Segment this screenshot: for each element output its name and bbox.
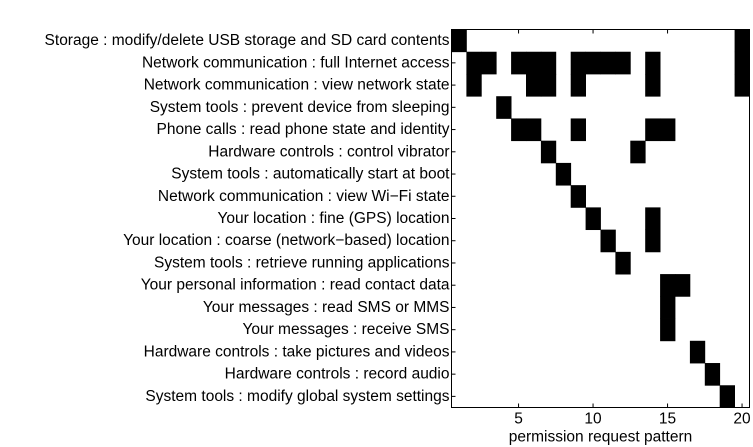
row-label: Hardware controls : take pictures and vi… — [144, 343, 450, 360]
x-tick-label: 15 — [659, 411, 676, 428]
heatmap-cell — [630, 140, 646, 164]
row-label: Hardware controls : record audio — [225, 366, 450, 383]
heatmap-cell — [660, 318, 676, 342]
x-axis-label: permission request pattern — [509, 429, 693, 446]
heatmap-cell — [585, 51, 601, 75]
heatmap-cell — [660, 296, 676, 319]
row-label: Your location : fine (GPS) location — [217, 210, 449, 227]
heatmap-cell — [645, 73, 661, 97]
heatmap-cell — [570, 73, 586, 97]
heatmap-cell — [451, 29, 467, 53]
heatmap-cell — [511, 118, 527, 142]
heatmap-cell — [555, 162, 572, 186]
heatmap-cell — [645, 51, 661, 75]
heatmap-cell — [645, 118, 661, 142]
x-tick-label: 20 — [733, 411, 751, 428]
row-label: System tools : automatically start at bo… — [171, 166, 450, 183]
heatmap-cell — [526, 118, 542, 142]
heatmap-cell — [734, 73, 750, 97]
heatmap-cell — [689, 340, 706, 364]
heatmap-cell — [675, 274, 691, 297]
x-tick-label: 10 — [584, 411, 602, 428]
plot-frame — [451, 29, 750, 408]
row-label: Network communication : view network sta… — [144, 77, 450, 94]
heatmap-cell — [466, 73, 482, 97]
heatmap-cell — [540, 51, 557, 75]
row-label: System tools : modify global system sett… — [145, 388, 449, 405]
row-label: System tools : prevent device from sleep… — [150, 99, 450, 116]
row-label: Network communication : full Internet ac… — [142, 54, 450, 71]
heatmap-cell — [526, 51, 542, 75]
heatmap-cell — [734, 51, 750, 75]
heatmap-cell — [645, 207, 661, 231]
heatmap-cell — [540, 140, 557, 164]
row-label: System tools : retrieve running applicat… — [154, 254, 450, 271]
heatmap-cell — [645, 229, 661, 253]
row-label: Your personal information : read contact… — [141, 277, 450, 294]
heatmap-cells — [451, 29, 750, 408]
heatmap-cell — [570, 118, 586, 142]
row-label: Hardware controls : control vibrator — [208, 143, 449, 160]
heatmap-cell — [570, 185, 586, 208]
heatmap-cell — [466, 51, 482, 75]
heatmap-cell — [511, 51, 527, 75]
x-tick-label: 5 — [514, 411, 523, 428]
heatmap-cell — [481, 51, 497, 75]
heatmap-cell — [615, 251, 631, 275]
heatmap-cell — [615, 51, 631, 75]
heatmap-cell — [660, 274, 676, 297]
row-label: Phone calls : read phone state and ident… — [157, 121, 450, 138]
heatmap-cell — [719, 385, 735, 408]
heatmap-cell — [496, 96, 512, 119]
row-label: Storage : modify/delete USB storage and … — [45, 32, 450, 49]
row-label: Your messages : receive SMS — [242, 321, 449, 338]
heatmap-cell — [600, 229, 616, 253]
heatmap-cell — [660, 118, 676, 142]
heatmap-cell — [585, 207, 601, 231]
heatmap-cell — [734, 29, 750, 53]
heatmap-cell — [526, 73, 542, 97]
heatmap-cell — [540, 73, 557, 97]
row-label: Your messages : read SMS or MMS — [203, 299, 450, 316]
x-axis-ticks: 5 10 15 20 — [514, 29, 751, 428]
row-label: Your location : coarse (network−based) l… — [123, 232, 449, 249]
heatmap-cell — [600, 51, 616, 75]
row-labels: Storage : modify/delete USB storage and … — [45, 32, 456, 405]
heatmap-cell — [704, 363, 721, 386]
row-label: Network communication : view Wi−Fi state — [158, 188, 450, 205]
heatmap-cell — [570, 51, 586, 75]
